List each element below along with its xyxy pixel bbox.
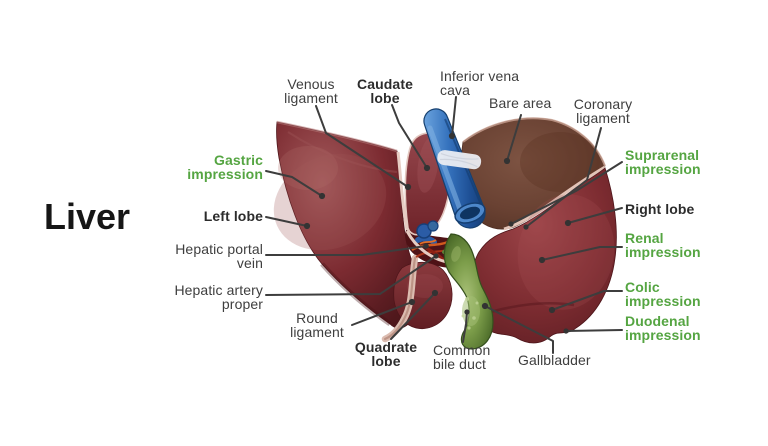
leader-lines xyxy=(265,96,623,354)
leader-gastric-impression xyxy=(265,170,323,197)
label-renal-impression: Renal impression xyxy=(625,230,701,260)
leader-left-lobe xyxy=(265,216,308,227)
label-hepatic-portal-vein: Hepatic portal vein xyxy=(175,241,263,271)
leader-round-ligament xyxy=(351,301,413,326)
inferior-vena-cava-vessel xyxy=(423,108,486,229)
leader-colic-impression xyxy=(551,290,623,311)
label-gastric-impression: Gastric impression xyxy=(187,152,263,182)
label-right-lobe: Right lobe xyxy=(625,201,695,217)
leader-caudate-lobe xyxy=(391,104,428,169)
label-venous-ligament: Venous ligament xyxy=(284,76,338,106)
leader-right-lobe xyxy=(567,207,623,224)
label-common-bile-duct: Common bile duct xyxy=(433,342,491,372)
label-caudate-lobe: Caudate lobe xyxy=(357,76,413,106)
label-quadrate-lobe: Quadrate lobe xyxy=(354,339,418,369)
label-suprarenal-impression: Suprarenal impression xyxy=(625,147,701,177)
leader-dots xyxy=(303,132,572,334)
leader-coronary-ligament xyxy=(525,127,602,228)
label-left-lobe: Left lobe xyxy=(203,208,263,224)
leader-common-bile-duct xyxy=(462,311,468,343)
venous-ligament-fissure xyxy=(396,151,409,231)
label-inferior-vena-cava: Inferior vena cava xyxy=(440,68,520,98)
leader-gallbladder xyxy=(484,305,554,354)
leader-hepatic-artery-proper xyxy=(265,255,437,296)
label-colic-impression: Colic impression xyxy=(625,279,701,309)
left-lobe-shape xyxy=(273,120,420,329)
round-ligament-shape xyxy=(381,254,419,343)
leader-suprarenal-impression xyxy=(510,161,623,225)
label-gallbladder: Gallbladder xyxy=(518,352,591,368)
gallbladder-shape xyxy=(443,233,494,350)
label-round-ligament: Round ligament xyxy=(290,310,344,340)
leader-duodenal-impression xyxy=(565,329,623,332)
leader-renal-impression xyxy=(541,246,623,261)
label-hepatic-artery-proper: Hepatic artery proper xyxy=(174,282,263,312)
leader-bare-area xyxy=(506,114,522,162)
label-bare-area: Bare area xyxy=(489,95,552,111)
ligament-band xyxy=(437,150,482,170)
leader-venous-ligament xyxy=(315,105,409,188)
leader-hepatic-portal-vein xyxy=(265,245,427,256)
page-title: Liver xyxy=(44,196,131,237)
label-coronary-ligament: Coronary ligament xyxy=(573,96,633,126)
leader-quadrate-lobe xyxy=(390,292,436,340)
leader-inferior-vena-cava xyxy=(451,96,457,137)
label-duodenal-impression: Duodenal impression xyxy=(625,313,701,343)
